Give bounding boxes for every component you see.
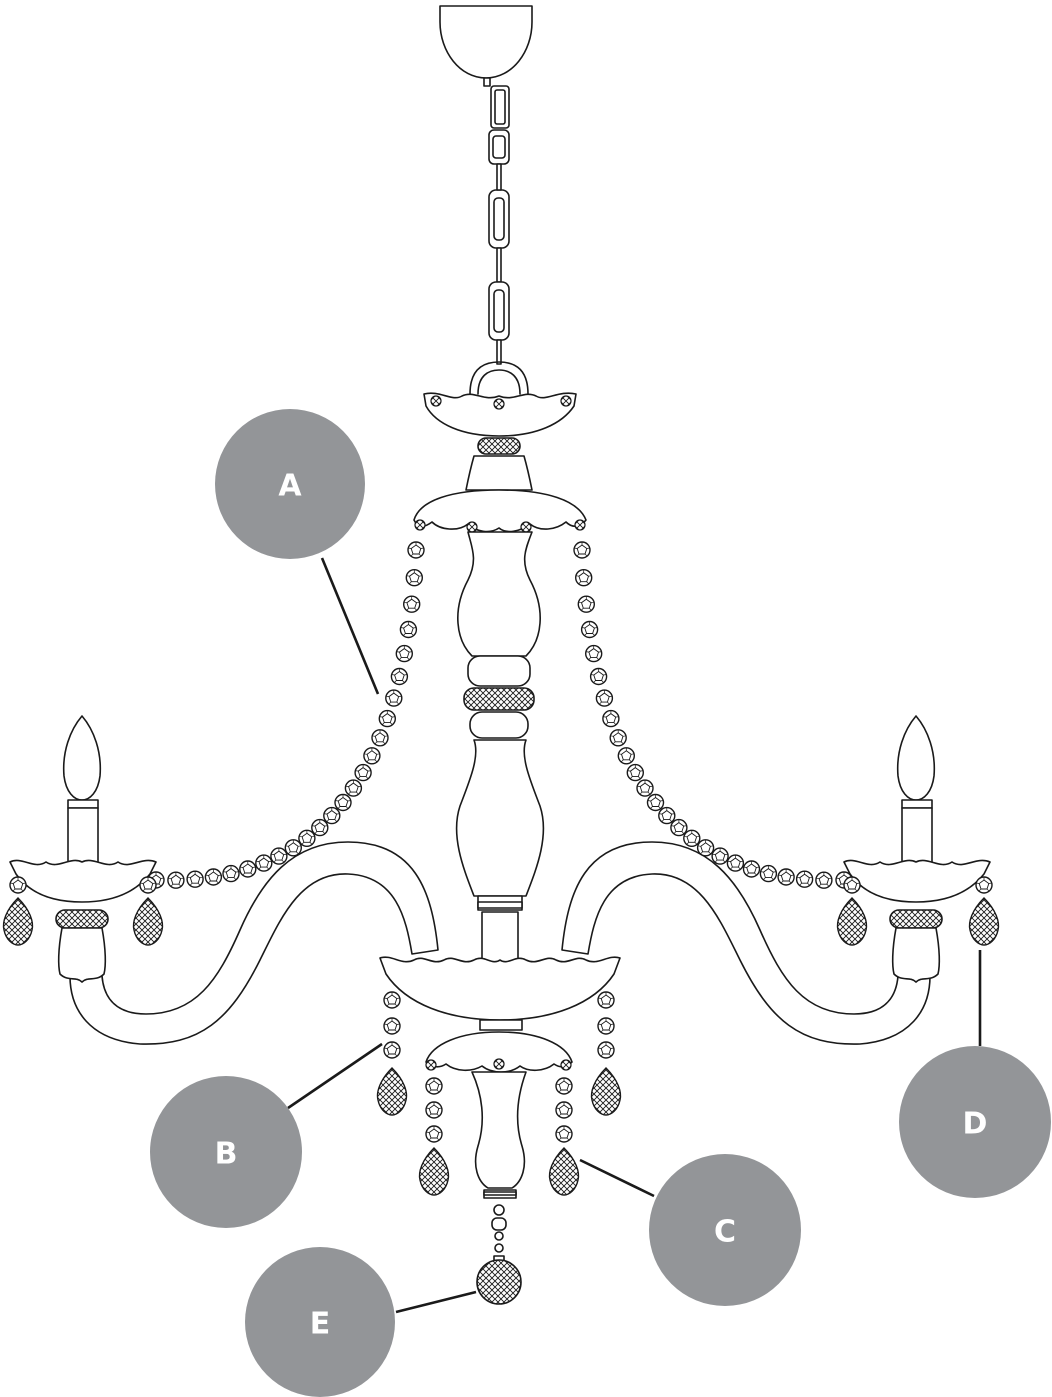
garland-bead xyxy=(204,868,223,886)
garland-bead xyxy=(407,541,425,559)
callout-a-leader xyxy=(320,557,380,695)
garland-bead xyxy=(371,729,389,747)
lower-cup xyxy=(425,1031,573,1263)
ceiling-canopy xyxy=(439,5,533,87)
garland-bead xyxy=(405,569,423,587)
garland-bead xyxy=(270,847,288,865)
garland-bead xyxy=(344,779,363,797)
garland-bead xyxy=(239,860,257,878)
garland-bead xyxy=(646,793,665,812)
callout-b-leader xyxy=(287,1042,383,1110)
central-bowl xyxy=(379,956,621,1031)
garland-bead xyxy=(575,569,593,587)
neck xyxy=(465,455,533,491)
garland-bead xyxy=(759,864,778,883)
callout-e: E xyxy=(245,1247,395,1397)
callout-a-label: A xyxy=(278,469,302,504)
garland-bead xyxy=(403,595,421,613)
garland-bead xyxy=(585,644,603,663)
garland-bead xyxy=(815,871,833,889)
garland-bead xyxy=(378,709,396,728)
garland-right xyxy=(573,541,853,889)
callout-b-label: B xyxy=(215,1137,238,1172)
callout-c-leader xyxy=(579,1158,655,1198)
garland-bead xyxy=(222,864,240,883)
garland-bead xyxy=(683,829,701,847)
garland-bead xyxy=(255,854,273,872)
garland-bead xyxy=(795,870,814,888)
candle-left xyxy=(9,715,157,983)
garland-bead xyxy=(726,854,745,872)
garland-bead xyxy=(609,729,627,747)
garland-bead xyxy=(363,747,381,765)
garland-bead xyxy=(334,793,352,812)
hanging-chain xyxy=(469,85,529,395)
garland-bead xyxy=(311,818,329,837)
callout-d-label: D xyxy=(963,1107,988,1142)
garland-bead xyxy=(284,839,302,857)
callout-e-label: E xyxy=(310,1307,331,1342)
callout-b: B xyxy=(150,1076,302,1228)
garland-bead xyxy=(399,620,418,639)
garland-bead xyxy=(589,667,608,686)
garland-left xyxy=(147,541,425,889)
callout-e-leader xyxy=(395,1290,477,1314)
garland-bead xyxy=(390,667,409,686)
garland-bead xyxy=(696,839,715,857)
garland-bead xyxy=(742,860,761,878)
garland-bead xyxy=(580,620,599,639)
garland-bead xyxy=(670,818,688,837)
garland-bead xyxy=(577,595,595,613)
candle-right xyxy=(843,715,991,983)
crystal-ball xyxy=(476,1259,522,1305)
callout-c-label: C xyxy=(714,1215,736,1250)
garland-bead xyxy=(711,847,729,865)
garland-bead xyxy=(354,763,372,782)
garland-bead xyxy=(626,763,644,782)
garland-bead xyxy=(602,709,620,728)
callout-d: D xyxy=(899,1046,1051,1198)
garland-bead xyxy=(777,868,795,886)
garland-bead xyxy=(573,541,591,559)
garland-bead xyxy=(617,747,635,765)
garland-bead xyxy=(395,644,413,663)
garland-bead xyxy=(298,829,316,847)
callout-a: A xyxy=(215,409,365,559)
garland-bead xyxy=(167,871,185,889)
callout-c: C xyxy=(649,1154,801,1306)
garland-bead xyxy=(658,806,676,825)
garland-bead xyxy=(595,689,614,707)
garland-bead xyxy=(636,779,654,797)
garland-bead xyxy=(323,806,341,825)
upper-bowl xyxy=(413,489,587,533)
top-collar xyxy=(477,437,521,455)
top-cup xyxy=(423,392,577,437)
garland-bead xyxy=(186,870,204,888)
garland-bead xyxy=(385,689,403,707)
central-stem xyxy=(455,531,545,963)
